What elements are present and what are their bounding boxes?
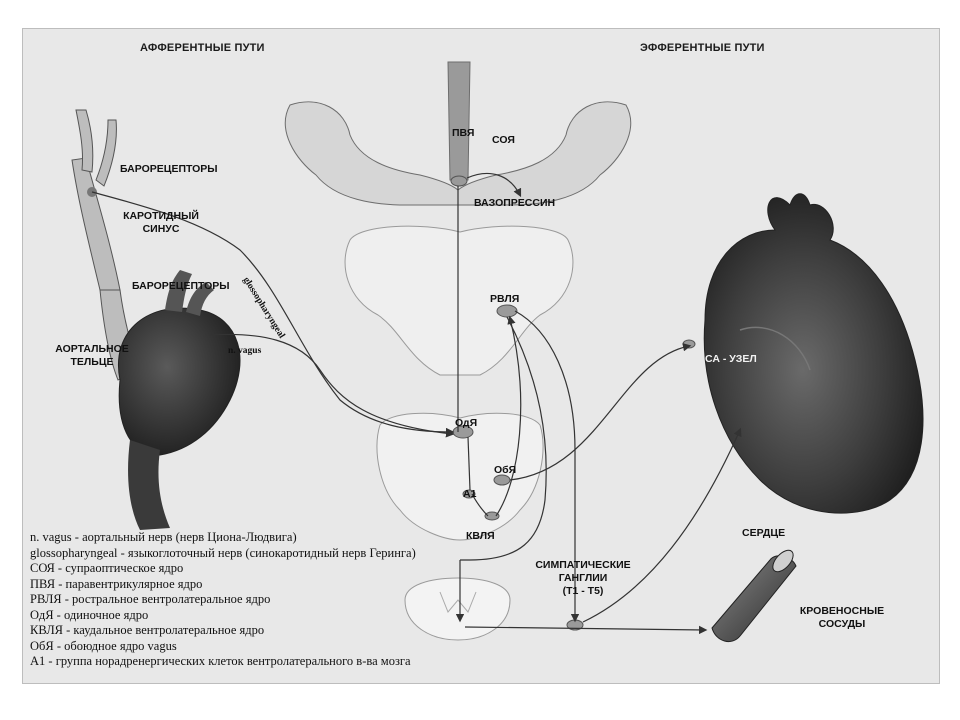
blood-vessels-label: КРОВЕНОСНЫЕ СОСУДЫ bbox=[792, 605, 892, 631]
nts-label: ОдЯ bbox=[455, 417, 477, 430]
blood-vessel-illustration bbox=[712, 547, 797, 642]
legend-item: ПВЯ - паравентрикулярное ядро bbox=[30, 577, 500, 593]
carotid-sinus-line1: КАРОТИДНЫЙ bbox=[118, 210, 204, 223]
legend-item: КВЛЯ - каудальное вентролатеральное ядро bbox=[30, 623, 500, 639]
vessels-line1: КРОВЕНОСНЫЕ bbox=[792, 605, 892, 618]
legend-item: n. vagus - аортальный нерв (нерв Циона-Л… bbox=[30, 530, 500, 546]
vessels-line2: СОСУДЫ bbox=[792, 618, 892, 631]
pvn-label: ПВЯ bbox=[452, 127, 474, 140]
legend-item: ОдЯ - одиночное ядро bbox=[30, 608, 500, 624]
abbreviation-legend: n. vagus - аортальный нерв (нерв Циона-Л… bbox=[30, 530, 500, 670]
sa-node-label: СА - УЗЕЛ bbox=[705, 353, 757, 366]
legend-item: glossopharyngeal - языкоглоточный нерв (… bbox=[30, 546, 500, 562]
carotid-sinus-label: КАРОТИДНЫЙ СИНУС bbox=[118, 210, 204, 236]
rvlm-label: РВЛЯ bbox=[490, 293, 519, 306]
afferent-header: АФФЕРЕНТНЫЕ ПУТИ bbox=[140, 42, 265, 54]
sympathetic-ganglia-label: СИМПАТИЧЕСКИЕ ГАНГЛИИ (T1 - T5) bbox=[528, 559, 638, 598]
legend-item: A1 - группа норадренергических клеток ве… bbox=[30, 654, 500, 670]
sympathetic-line3: (T1 - T5) bbox=[528, 585, 638, 598]
pons-section bbox=[345, 226, 573, 375]
sympathetic-line2: ГАНГЛИИ bbox=[528, 572, 638, 585]
aortic-arch bbox=[118, 270, 240, 530]
son-label: СОЯ bbox=[492, 134, 515, 147]
baroreceptors-carotid-label: БАРОРЕЦЕПТОРЫ bbox=[120, 163, 218, 176]
legend-item: ОбЯ - обоюдное ядро vagus bbox=[30, 639, 500, 655]
aortic-body-line1: АОРТАЛЬНОЕ bbox=[52, 343, 132, 356]
vasopressin-label: ВАЗОПРЕССИН bbox=[474, 197, 555, 210]
carotid-sinus-line2: СИНУС bbox=[118, 223, 204, 236]
heart-label: СЕРДЦЕ bbox=[742, 527, 785, 540]
na-label: ОбЯ bbox=[494, 464, 516, 477]
n-vagus-label: n. vagus bbox=[228, 345, 261, 358]
efferent-header: ЭФФЕРЕНТНЫЕ ПУТИ bbox=[640, 42, 765, 54]
sympathetic-line1: СИМПАТИЧЕСКИЕ bbox=[528, 559, 638, 572]
aortic-body-label: АОРТАЛЬНОЕ ТЕЛЬЦЕ bbox=[52, 343, 132, 369]
legend-item: РВЛЯ - ростральное вентролатеральное ядр… bbox=[30, 592, 500, 608]
baroreceptors-aortic-label: БАРОРЕЦЕПТОРЫ bbox=[132, 280, 230, 293]
a1-label: A1 bbox=[463, 488, 476, 501]
legend-item: СОЯ - супраоптическое ядро bbox=[30, 561, 500, 577]
aortic-body-line2: ТЕЛЬЦЕ bbox=[52, 356, 132, 369]
